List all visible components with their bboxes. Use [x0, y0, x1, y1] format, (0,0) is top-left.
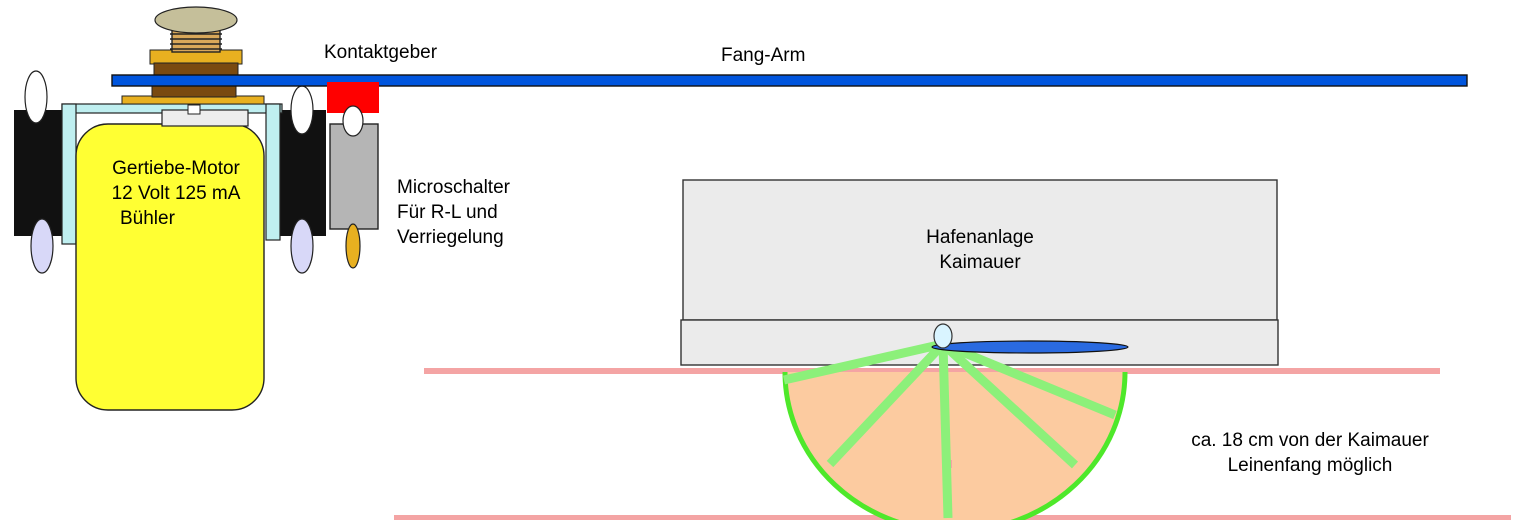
spring-cap — [154, 6, 238, 34]
label-motor-line-1: Gertiebe-Motor — [112, 158, 240, 179]
knob-top-left — [24, 70, 48, 124]
shaft-upper — [153, 62, 239, 76]
spoke-5 — [941, 339, 1117, 420]
shaft-lower — [151, 85, 237, 98]
spoke-4 — [939, 340, 1079, 469]
label-motor-line-3: Bühler — [120, 208, 175, 229]
label-fang-arm: Fang-Arm — [721, 45, 806, 66]
label-switch-line-1: Microschalter — [397, 177, 510, 198]
spoke-2 — [826, 340, 947, 468]
spoke-3 — [938, 343, 953, 519]
catch-range — [782, 339, 1128, 520]
microswitch — [329, 105, 379, 269]
label-microschalter: Microschalter Für R-L und Verriegelung — [397, 175, 510, 250]
water-line-upper — [424, 368, 1440, 374]
knob-bottom-right — [290, 218, 314, 274]
left-housing — [14, 110, 64, 236]
label-switch-line-3: Verriegelung — [397, 227, 504, 248]
motor-assembly — [14, 6, 326, 411]
motor-top-plate — [161, 109, 249, 127]
label-kontaktgeber: Kontaktgeber — [324, 42, 438, 63]
frame-left — [61, 103, 77, 245]
harbor-building — [682, 179, 1278, 321]
label-harbor: Hafenanlage Kaimauer — [683, 225, 1277, 275]
label-catch-range: ca. 18 cm von der Kaimauer Leinenfang mö… — [1150, 428, 1470, 478]
frame-right — [265, 103, 281, 241]
label-motor-line-2: 12 Volt 125 mA — [111, 183, 241, 204]
arm-pivot — [933, 323, 953, 349]
label-switch-line-2: Für R-L und — [397, 202, 498, 223]
label-range-line-1: ca. 18 cm von der Kaimauer — [1191, 430, 1429, 451]
knob-bottom-left — [30, 218, 54, 274]
knob-top-right — [290, 85, 314, 135]
label-harbor-line-2: Kaimauer — [939, 252, 1021, 273]
label-motor: Gertiebe-Motor 12 Volt 125 mA Bühler — [86, 156, 266, 231]
label-range-line-2: Leinenfang möglich — [1227, 455, 1393, 476]
label-harbor-line-1: Hafenanlage — [926, 227, 1034, 248]
spoke-1 — [783, 339, 944, 385]
motor-top-notch — [187, 104, 201, 115]
harbor-arm — [931, 340, 1129, 354]
fang-arm-bar — [111, 74, 1468, 87]
